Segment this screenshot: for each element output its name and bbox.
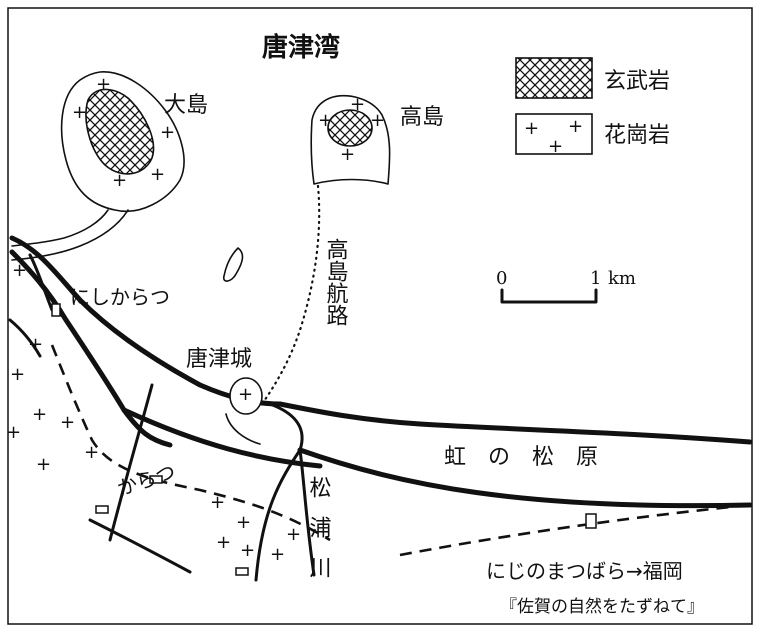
svg-text:+: + xyxy=(548,136,563,157)
svg-text:+: + xyxy=(84,442,99,463)
takashima-label: 高島 xyxy=(400,105,444,130)
source-caption: 『佐賀の自然をたずねて』 xyxy=(500,597,704,617)
svg-text:+: + xyxy=(270,544,285,565)
svg-text:+: + xyxy=(72,102,87,123)
svg-text:+: + xyxy=(160,122,175,143)
coastline-and-roads xyxy=(8,235,753,582)
svg-text:+: + xyxy=(236,512,251,533)
scale-unit: km xyxy=(608,268,636,289)
route-label: 高島航路 xyxy=(323,238,349,326)
oshima-island: + + + + + xyxy=(11,71,185,261)
takashima-ferry-route xyxy=(260,184,321,406)
svg-text:+: + xyxy=(524,118,539,139)
small-islet xyxy=(222,247,244,282)
legend: 玄武岩 + + + 花崗岩 xyxy=(515,57,670,157)
svg-text:+: + xyxy=(568,116,583,137)
river-label: 松浦川 xyxy=(306,476,332,596)
svg-text:+: + xyxy=(112,170,127,191)
scale-one: 1 xyxy=(590,268,601,289)
svg-text:+: + xyxy=(238,384,253,405)
castle-hill: + xyxy=(225,377,263,445)
bay-label: 唐津湾 xyxy=(262,32,340,63)
svg-text:+: + xyxy=(318,110,333,131)
pine-grove-label: 虹の松原 xyxy=(444,445,620,470)
legend-granite-label: 花崗岩 xyxy=(604,123,670,148)
nishikaratsu-label: にしからつ xyxy=(70,285,170,309)
legend-granite-swatch xyxy=(515,113,593,155)
svg-text:+: + xyxy=(28,334,43,355)
svg-text:+: + xyxy=(36,454,51,475)
svg-text:+: + xyxy=(12,260,27,281)
granite-marks: + + + + + + + + + + + + + + xyxy=(6,260,301,565)
svg-text:+: + xyxy=(10,364,25,385)
station-line-label: にじのまつばら→福岡 xyxy=(486,559,683,583)
svg-text:+: + xyxy=(32,404,47,425)
legend-basalt-label: 玄武岩 xyxy=(604,69,670,94)
svg-text:+: + xyxy=(240,540,255,561)
castle-label: 唐津城 xyxy=(186,347,252,372)
svg-text:+: + xyxy=(96,74,111,95)
oshima-label: 大島 xyxy=(164,93,208,118)
svg-text:+: + xyxy=(150,164,165,185)
svg-text:+: + xyxy=(370,110,385,131)
scale-zero: 0 xyxy=(496,268,507,289)
railway-line xyxy=(50,344,751,557)
svg-text:+: + xyxy=(350,94,365,115)
legend-basalt-swatch xyxy=(515,57,593,99)
svg-text:+: + xyxy=(6,422,21,443)
svg-text:+: + xyxy=(210,492,225,513)
takashima-island: + + + + xyxy=(310,94,391,185)
scale-bar: 0 1 km xyxy=(496,268,636,304)
svg-text:+: + xyxy=(340,144,355,165)
station-markers xyxy=(51,303,597,576)
svg-text:+: + xyxy=(286,524,301,545)
svg-text:+: + xyxy=(216,532,231,553)
svg-text:+: + xyxy=(60,412,75,433)
